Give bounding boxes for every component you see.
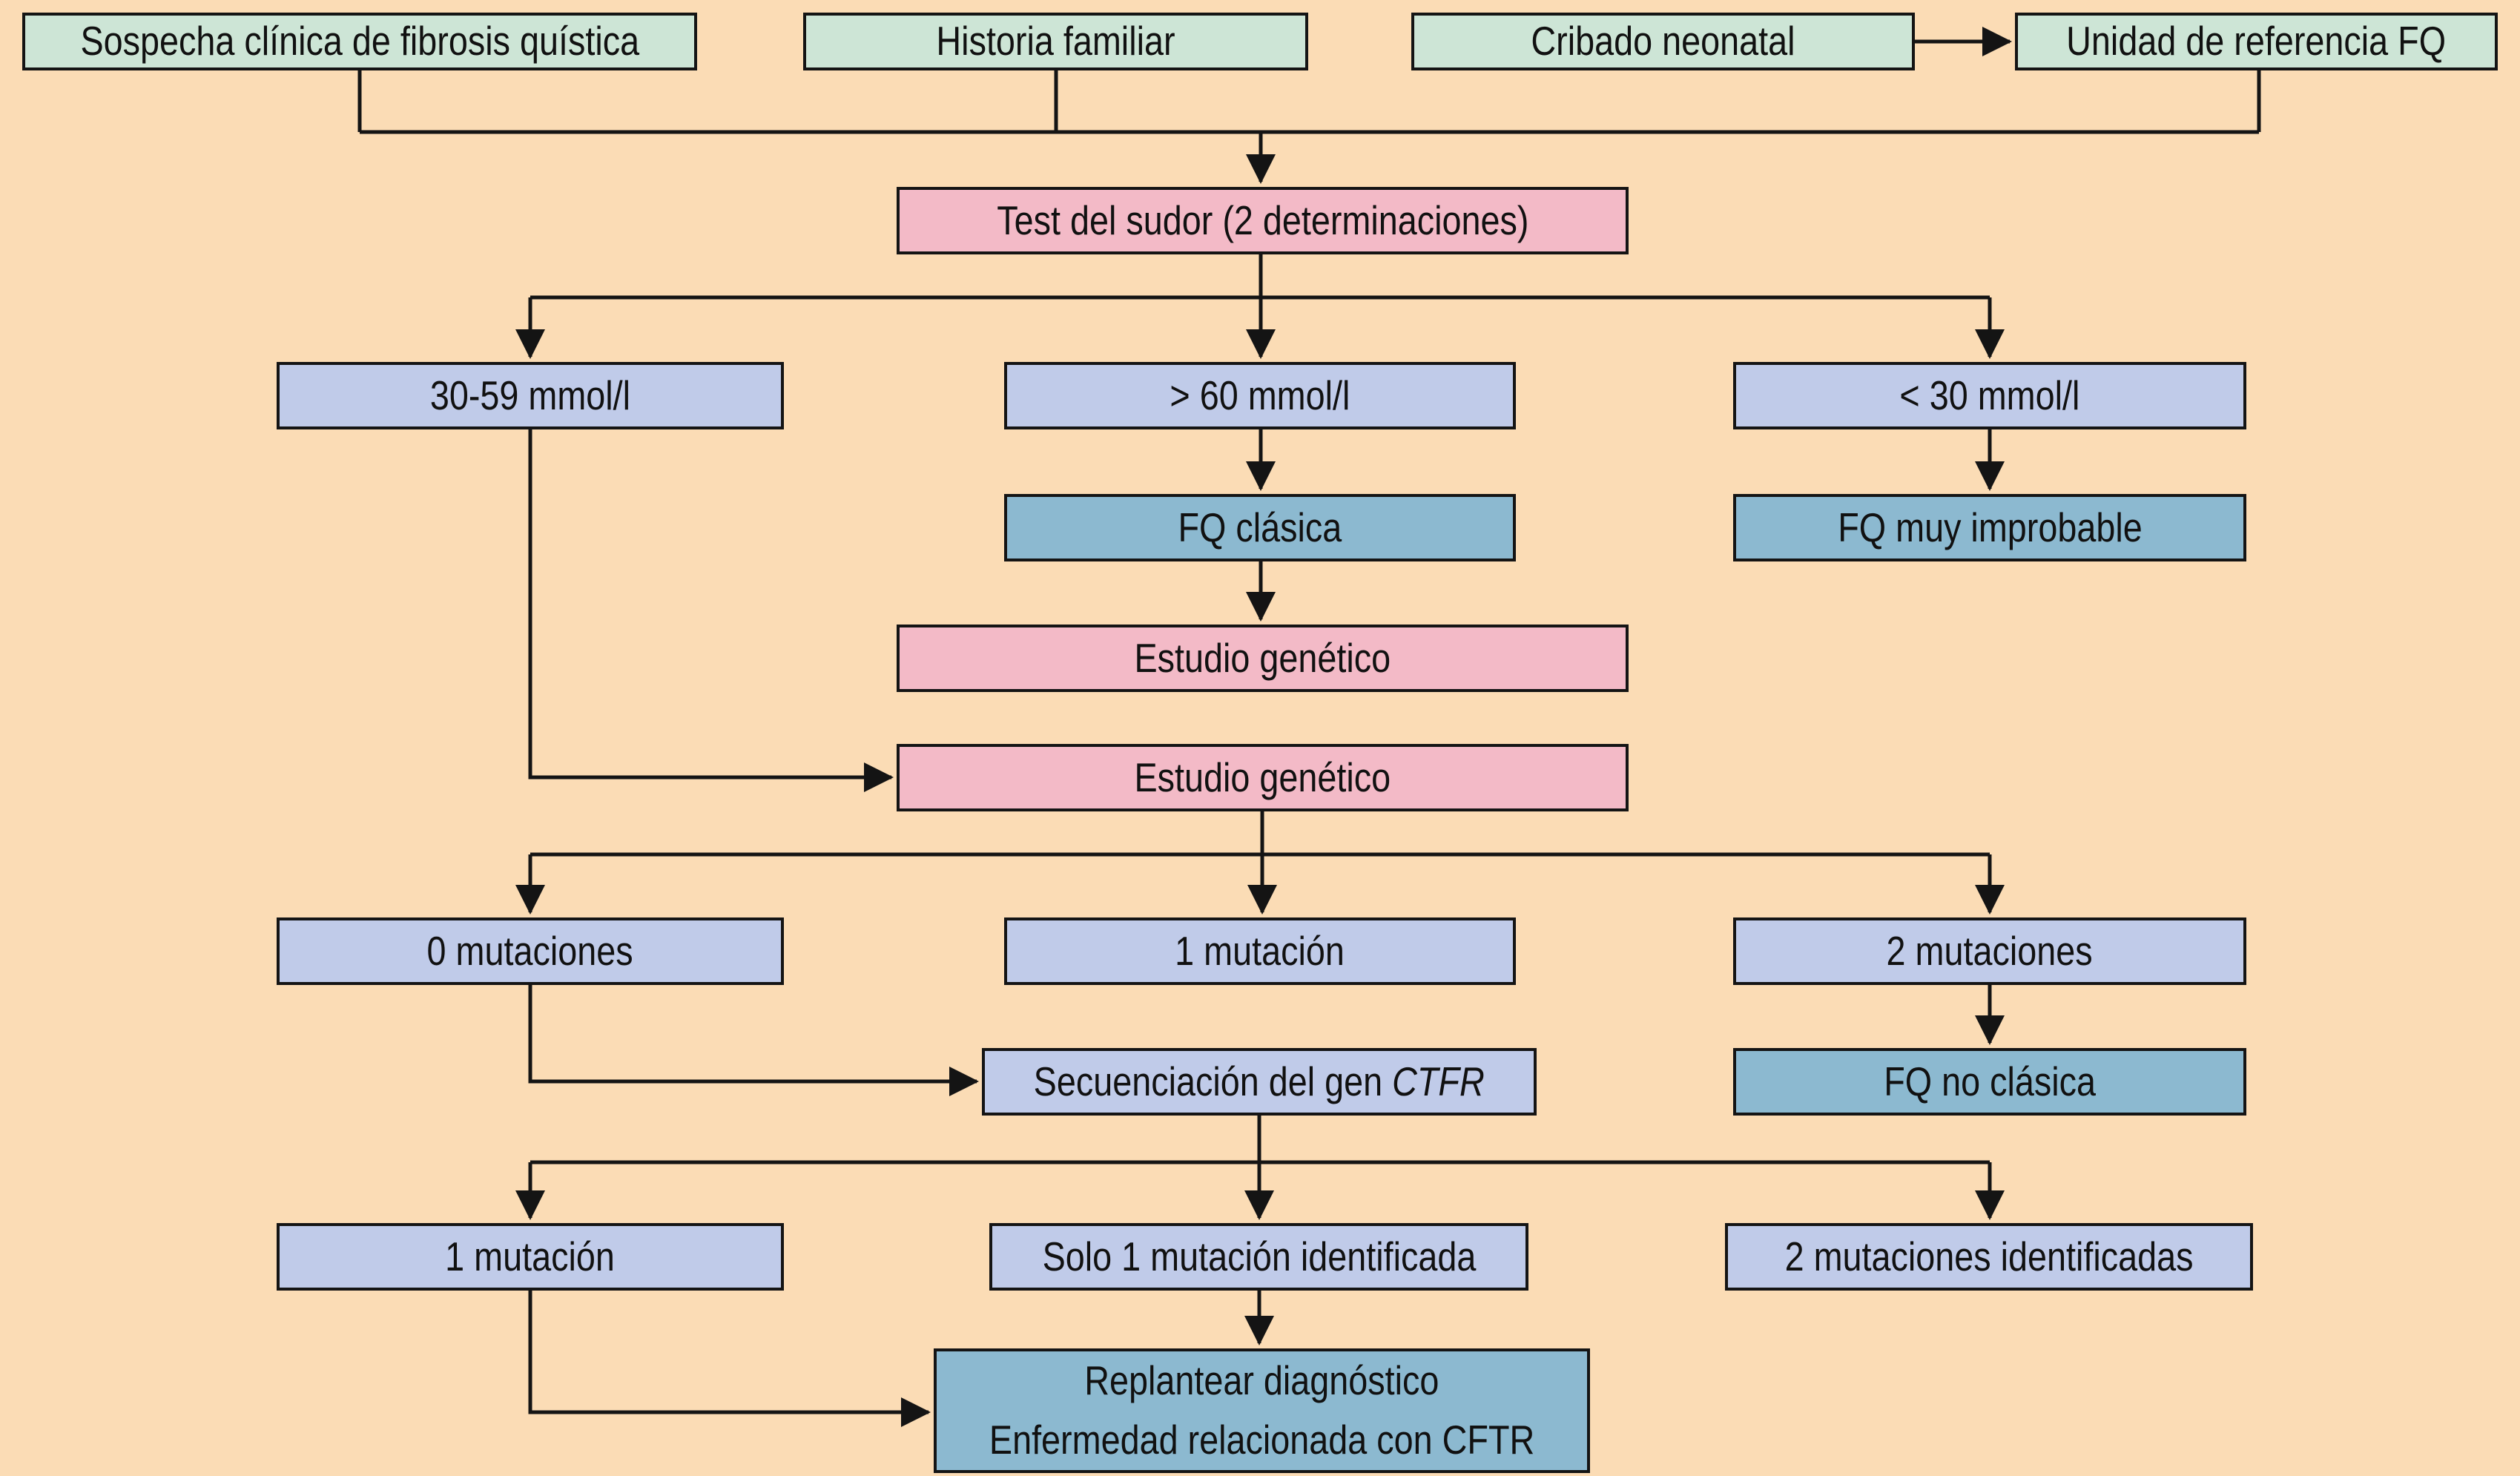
- node-label: Historia familiar: [936, 18, 1175, 65]
- node-1-mutacion-secuenciacion: 1 mutación: [277, 1223, 784, 1291]
- node-label-text: Secuenciación del gen: [1033, 1058, 1393, 1104]
- node-label: Secuenciación del gen CTFR: [1034, 1052, 1485, 1112]
- node-label: 2 mutaciones: [1886, 927, 2094, 974]
- node-label: Estudio genético: [1134, 754, 1391, 800]
- arrow-30-59-to-estudio2: [528, 429, 894, 792]
- node-estudio-genetico-2: Estudio genético: [897, 744, 1629, 811]
- node-label: FQ muy improbable: [1837, 504, 2143, 550]
- node-historia-familiar: Historia familiar: [803, 13, 1308, 70]
- node-label: < 30 mmol/l: [1899, 372, 2080, 418]
- node-label: 0 mutaciones: [426, 927, 634, 974]
- node-label: Estudio genético: [1134, 634, 1391, 681]
- node-test-sudor: Test del sudor (2 determinaciones): [897, 187, 1629, 254]
- node-1-mutacion: 1 mutación: [1004, 917, 1516, 985]
- node-2-mutaciones: 2 mutaciones: [1733, 917, 2246, 985]
- node-label: Solo 1 mutación identificada: [1042, 1233, 1476, 1279]
- node-label: 1 mutación: [1175, 927, 1345, 974]
- node-sospecha-clinica: Sospecha clínica de fibrosis quística: [22, 13, 697, 70]
- node-label: > 60 mmol/l: [1170, 372, 1350, 418]
- node-label: Test del sudor (2 determinaciones): [996, 197, 1529, 243]
- node-fq-muy-improbable: FQ muy improbable: [1733, 494, 2246, 561]
- arrow-1-mut-to-replantear: [528, 1291, 931, 1427]
- node-secuenciacion-gen-cftr: Secuenciación del gen CTFR: [982, 1048, 1537, 1116]
- node-unidad-referencia-fq: Unidad de referencia FQ: [2015, 13, 2498, 70]
- arrow-0-mut-to-secuenciacion: [528, 985, 979, 1096]
- node-2-mutaciones-identificadas: 2 mutaciones identificadas: [1725, 1223, 2253, 1291]
- gene-name-italic: CTFR: [1392, 1058, 1485, 1104]
- node-cribado-neonatal: Cribado neonatal: [1411, 13, 1915, 70]
- node-label: Sospecha clínica de fibrosis quística: [80, 18, 639, 65]
- node-label: Cribado neonatal: [1531, 18, 1795, 65]
- node-label-line2: Enfermedad relacionada con CFTR: [989, 1417, 1535, 1463]
- node-label: FQ clásica: [1178, 504, 1342, 550]
- node-replantear-diagnostico: Replantear diagnóstico Enfermedad relaci…: [934, 1348, 1590, 1473]
- node-solo-1-mutacion-identificada: Solo 1 mutación identificada: [989, 1223, 1528, 1291]
- node-fq-no-clasica: FQ no clásica: [1733, 1048, 2246, 1116]
- node-0-mutaciones: 0 mutaciones: [277, 917, 784, 985]
- node-sudor-menor-30: < 30 mmol/l: [1733, 362, 2246, 429]
- node-label: 2 mutaciones identificadas: [1784, 1233, 2194, 1279]
- node-estudio-genetico-1: Estudio genético: [897, 625, 1629, 692]
- node-sudor-mayor-60: > 60 mmol/l: [1004, 362, 1516, 429]
- node-label-line1: Replantear diagnóstico: [1084, 1357, 1439, 1404]
- node-sudor-30-59: 30-59 mmol/l: [277, 362, 784, 429]
- node-label: 1 mutación: [445, 1233, 616, 1279]
- node-label: Unidad de referencia FQ: [2066, 18, 2447, 65]
- node-fq-clasica: FQ clásica: [1004, 494, 1516, 561]
- node-label: 30-59 mmol/l: [429, 372, 631, 418]
- node-label: FQ no clásica: [1884, 1058, 2096, 1104]
